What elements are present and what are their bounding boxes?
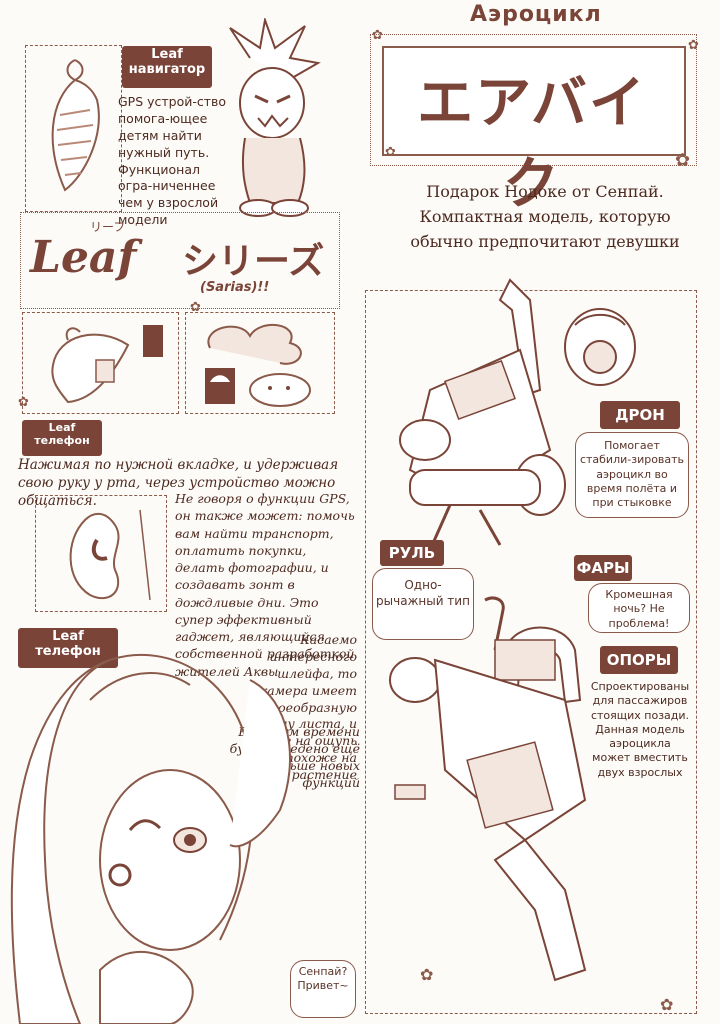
flower-icon: ✿ [660, 995, 674, 1014]
mascot-frame [185, 312, 335, 414]
earpiece-frame [35, 495, 167, 612]
girl-speech-bubble: Сенпай? Привет~ [290, 960, 356, 1018]
series-jp: シリーズ [182, 241, 325, 282]
flower-icon: ✿ [675, 150, 691, 171]
supports-label: ОПОРЫ [600, 646, 678, 674]
navigator-text: GPS устрой-ство помога-ющее детям найти … [118, 94, 227, 228]
navigator-label: Leaf навигатор [122, 46, 212, 88]
phone-label-2: Leaf телефон [18, 628, 118, 668]
devices-frame [22, 312, 179, 414]
drone-label: ДРОН [600, 401, 680, 429]
phone-label: Leaf телефон [22, 420, 102, 456]
aerocycle-drawing-top [399, 278, 566, 551]
supports-text: Спроектированы для пассажиров стоящих по… [590, 680, 690, 779]
flower-icon: ✿ [385, 145, 396, 160]
title-banner [382, 46, 686, 156]
drone-text-bubble: Помогает стабили-зировать аэроцикл во вр… [575, 432, 689, 518]
phone-intro: Нажимая по нужной вкладке, и удерживая с… [18, 457, 339, 510]
chibi-character-icon [229, 18, 321, 217]
flower-icon: ✿ [190, 300, 201, 315]
aerocycle-frame [365, 290, 697, 1014]
series-leaf-word: Leaf [30, 232, 137, 283]
girl-illustration [10, 654, 291, 1024]
phone-text: Не говоря о функции GPS, он также может:… [175, 491, 355, 679]
flower-icon: ✿ [372, 28, 383, 43]
series-word: (Sarias)!! [200, 280, 270, 295]
earpiece-device-icon [69, 509, 151, 601]
drone-icon [564, 308, 636, 386]
navigator-frame [25, 45, 122, 212]
aerocycle-caption: Аэроцикл [470, 2, 602, 27]
aerocycle-description: Подарок Нодоке от Сенпай. Компактная мод… [410, 182, 680, 251]
aerocycle-drawing-bottom [389, 596, 587, 982]
wheel-label: РУЛЬ [380, 540, 444, 566]
wheel-text-bubble: Одно-рычажный тип [372, 568, 474, 640]
series-ruby: リーフ [90, 220, 126, 234]
mascot-with-umbrella-icon [205, 323, 311, 407]
title-jp: エアバイク [417, 71, 647, 217]
phone-camera-text: Касаемо интересного шлейфа, то камера им… [251, 632, 357, 782]
series-frame [20, 212, 340, 309]
flower-icon: ✿ [420, 965, 434, 984]
flower-icon: ✿ [688, 38, 699, 53]
lights-text-bubble: Кромешная ночь? Не проблема! [588, 583, 690, 633]
title-frame [370, 34, 697, 166]
leaf-camera-icon [51, 325, 163, 404]
flower-icon: ✿ [18, 395, 29, 410]
leaf-navigator-pendant-icon [51, 59, 100, 192]
lights-label: ФАРЫ [574, 555, 632, 581]
